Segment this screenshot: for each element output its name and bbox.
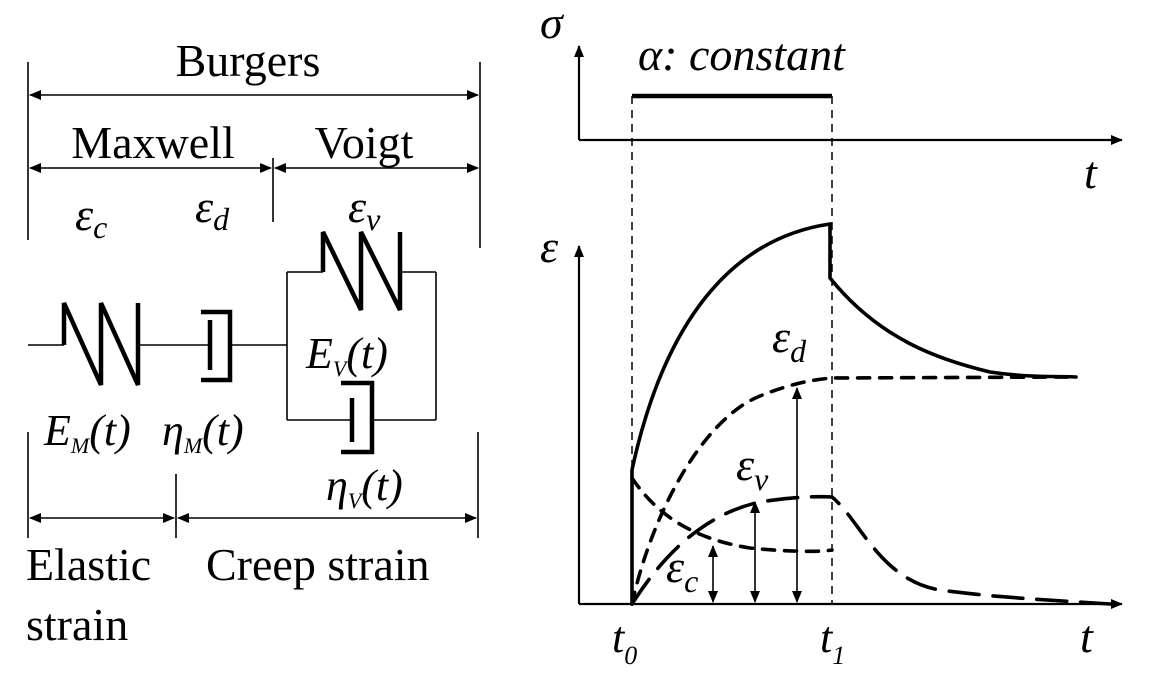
maxwell-dashpot-cylinder xyxy=(201,309,233,383)
voigt-label: Voigt xyxy=(315,117,414,168)
rheological-model: Burgers Maxwell Voigt εc εd εv EV(t) EM(… xyxy=(26,35,481,650)
total-strain-curve xyxy=(630,222,1078,606)
E-M-label: EM(t) xyxy=(43,406,131,458)
eta-M-label: ηM(t) xyxy=(162,406,244,458)
maxwell-spring-symbol xyxy=(61,302,141,386)
t0-label: t0 xyxy=(612,613,637,670)
elastic-label-line2: strain xyxy=(26,599,128,650)
sigma-axis-label: σ xyxy=(540,0,565,48)
voigt-spring-symbol xyxy=(320,230,403,312)
time-history-plots: σ t α: constant ε t εd εv εc t0 t1 xyxy=(540,0,1123,670)
eta-v-label: ηV(t) xyxy=(326,461,403,513)
epsilon-d-curve-label: εd xyxy=(772,311,807,369)
epsilon-v-label: εv xyxy=(348,181,381,237)
alpha-constant-label: α: constant xyxy=(638,29,846,80)
elastic-label-line1: Elastic xyxy=(26,539,151,590)
burgers-label: Burgers xyxy=(176,35,321,86)
epsilon-c-curve-label: εc xyxy=(666,541,698,599)
epsilon-axis-label: ε xyxy=(540,221,559,272)
epsilon-v-curve xyxy=(630,494,1112,606)
epsilon-c-label: εc xyxy=(75,189,107,245)
maxwell-label: Maxwell xyxy=(71,117,235,168)
epsilon-v-curve-label: εv xyxy=(736,439,769,497)
creep-label: Creep strain xyxy=(206,539,430,590)
E-v-label: EV(t) xyxy=(305,329,388,381)
epsilon-d-label: εd xyxy=(195,181,230,237)
voigt-dashpot-cylinder xyxy=(341,380,375,455)
epsilon-c-curve xyxy=(630,476,834,554)
t1-label: t1 xyxy=(820,613,845,670)
epsilon-d-curve xyxy=(630,375,1076,606)
stress-time-axis-label: t xyxy=(1084,147,1098,198)
strain-time-axis-label: t xyxy=(1080,611,1094,662)
